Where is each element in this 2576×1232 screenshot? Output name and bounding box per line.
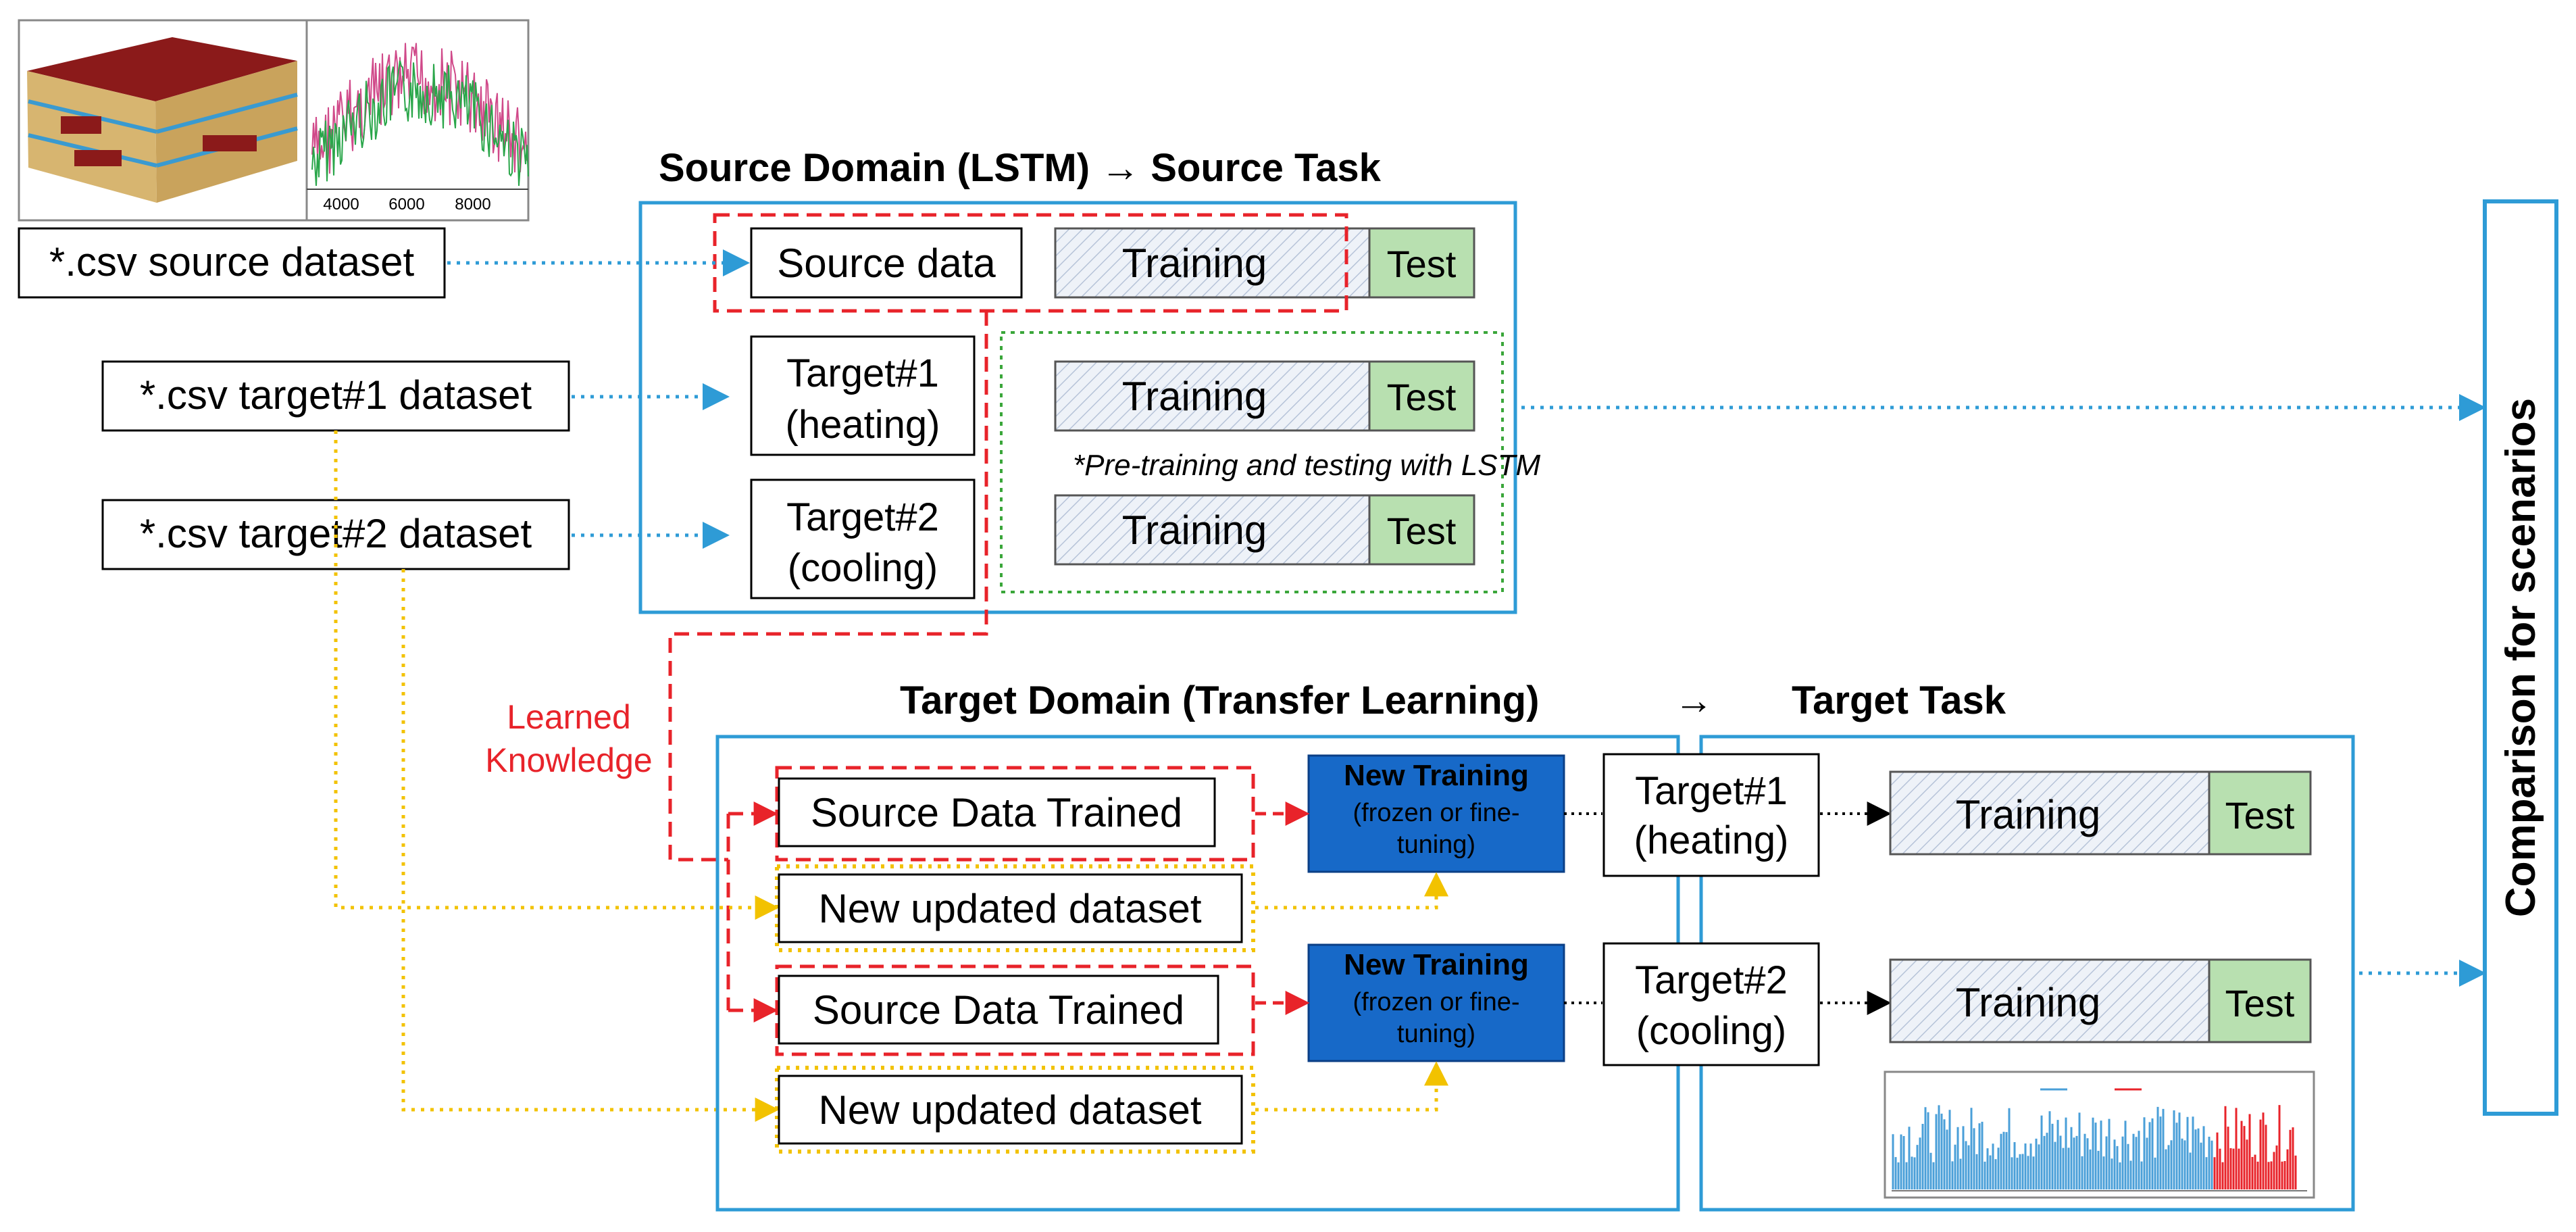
target2-test-bar bbox=[1368, 494, 1475, 566]
task-target1-box bbox=[1602, 753, 1820, 877]
source-trained-2-box bbox=[778, 975, 1219, 1045]
new-training-1-line3: tuning) bbox=[1397, 831, 1475, 859]
new-training-2-box bbox=[1307, 943, 1565, 1062]
task2-training-label: Training bbox=[1956, 980, 2101, 1025]
new-training-2-line3: tuning) bbox=[1397, 1020, 1475, 1048]
new-training-1-title: New Training bbox=[1344, 759, 1529, 792]
pretraining-note: *Pre-training and testing with LSTM bbox=[1073, 449, 1540, 482]
task-target2-line2: (cooling) bbox=[1636, 1009, 1786, 1053]
task2-test-bar bbox=[2208, 958, 2312, 1043]
new-dataset-2-highlight bbox=[775, 1066, 1255, 1154]
new-dataset-2-label: New updated dataset bbox=[818, 1087, 1201, 1133]
pretraining-group bbox=[1000, 331, 1504, 593]
target1-training-label: Training bbox=[1122, 374, 1267, 419]
target-dataset-paths bbox=[334, 430, 780, 1122]
new-dataset-1-arrow bbox=[1255, 872, 1448, 910]
task1-training-label: Training bbox=[1956, 792, 2101, 837]
source-csv-label: *.csv source dataset bbox=[49, 239, 415, 285]
prediction-thumbnail bbox=[1884, 1070, 2315, 1199]
task1-test-bar bbox=[2208, 770, 2312, 856]
task-target1-line1: Target#1 bbox=[1635, 769, 1788, 813]
target-task-heading: Target Task bbox=[1792, 679, 2006, 722]
comparison-label: Comparison for scenarios bbox=[2498, 398, 2544, 917]
new-dataset-2-box bbox=[778, 1075, 1243, 1145]
new-dataset-1-highlight bbox=[775, 864, 1255, 952]
target2-training-bar bbox=[1054, 494, 1371, 566]
source-trained-1-highlight bbox=[775, 766, 1255, 862]
new-training-1-line2: (frozen or fine- bbox=[1353, 799, 1519, 827]
source-trained-1-label: Source Data Trained bbox=[811, 790, 1182, 835]
thumbnail-tick: 6000 bbox=[388, 195, 424, 214]
target1-training-bar bbox=[1054, 360, 1371, 432]
task-target2-box bbox=[1602, 942, 1820, 1066]
target1-csv-label: *.csv target#1 dataset bbox=[140, 372, 532, 418]
source-target2-box bbox=[750, 478, 976, 599]
source-target1-line2: (heating) bbox=[786, 403, 940, 447]
source-data-box bbox=[750, 227, 1023, 299]
source-target1-line1: Target#1 bbox=[786, 351, 939, 395]
learned-knowledge-line1: Learned bbox=[507, 698, 631, 736]
source-series-thumbnail: 4000 6000 8000 bbox=[305, 19, 530, 222]
target2-test-label: Test bbox=[1387, 510, 1457, 552]
source-domain-frame bbox=[638, 201, 1517, 614]
source-target2-line1: Target#2 bbox=[786, 495, 939, 539]
source-training-bar bbox=[1054, 227, 1371, 299]
new-training-2-title: New Training bbox=[1344, 948, 1529, 981]
thumbnail-tick: 8000 bbox=[455, 195, 490, 214]
source-test-bar bbox=[1368, 227, 1475, 299]
new-dataset-2-arrow bbox=[1255, 1061, 1448, 1112]
target2-training-label: Training bbox=[1122, 508, 1267, 553]
new-dataset-1-box bbox=[778, 873, 1243, 943]
source-test-label: Test bbox=[1387, 243, 1457, 285]
target1-csv-box bbox=[101, 360, 570, 432]
comparison-box bbox=[2483, 199, 2558, 1116]
building-thumbnail bbox=[18, 19, 308, 222]
target-heading-arrow: → bbox=[1674, 679, 1713, 722]
source-domain-heading: Source Domain (LSTM) → Source Task bbox=[659, 146, 1382, 190]
task2-test-label: Test bbox=[2225, 982, 2295, 1025]
target1-test-label: Test bbox=[1387, 376, 1457, 418]
target1-test-bar bbox=[1368, 360, 1475, 432]
source-training-label: Training bbox=[1122, 241, 1267, 286]
learned-knowledge-path bbox=[668, 311, 988, 1022]
input-arrows bbox=[447, 249, 2486, 987]
learned-knowledge-line2: Knowledge bbox=[485, 741, 652, 779]
new-training-2-line2: (frozen or fine- bbox=[1353, 988, 1519, 1016]
source-trained-2-label: Source Data Trained bbox=[813, 987, 1184, 1033]
source-trained-2-highlight bbox=[775, 964, 1255, 1056]
source-target2-line2: (cooling) bbox=[788, 546, 938, 590]
task-target1-line2: (heating) bbox=[1634, 818, 1789, 862]
source-trained-1-box bbox=[778, 777, 1216, 847]
task1-training-bar bbox=[1889, 770, 2211, 856]
task-target2-line1: Target#2 bbox=[1635, 958, 1788, 1002]
target-domain-heading: Target Domain (Transfer Learning) bbox=[900, 679, 1539, 722]
source-csv-box bbox=[18, 227, 446, 299]
source-target1-box bbox=[750, 335, 976, 456]
source-data-label: Source data bbox=[777, 241, 996, 286]
thumbnail-tick: 4000 bbox=[323, 195, 359, 214]
task1-test-label: Test bbox=[2225, 794, 2295, 837]
new-dataset-1-label: New updated dataset bbox=[818, 886, 1201, 931]
